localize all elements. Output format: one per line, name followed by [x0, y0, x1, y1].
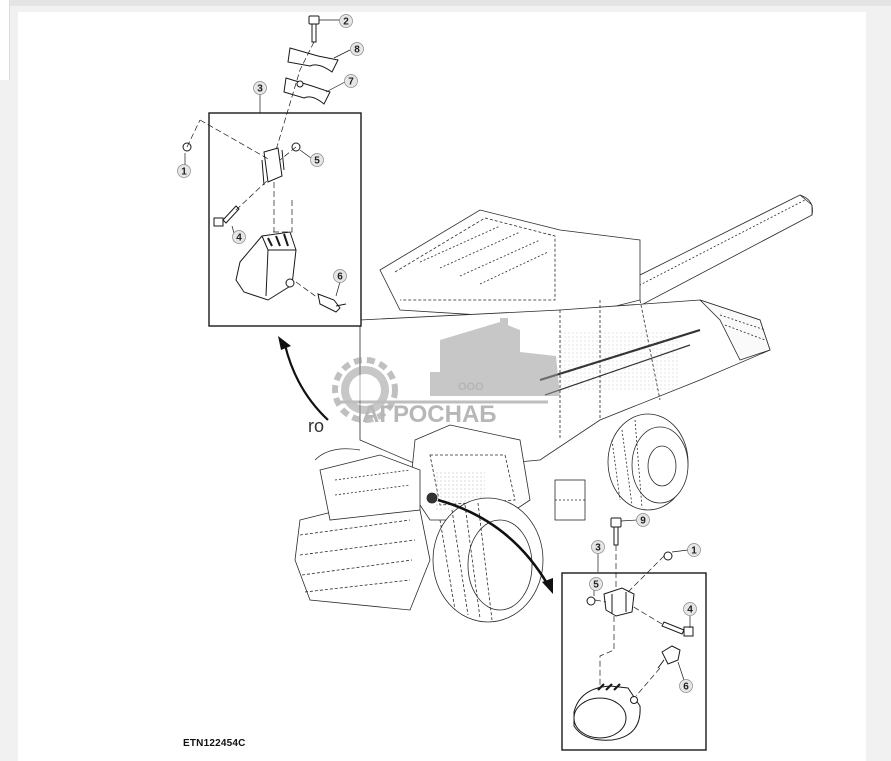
callout-top-4: 4	[232, 230, 246, 244]
callout-top-6: 6	[333, 269, 347, 283]
arrow-to-top-box	[283, 344, 329, 421]
bolt-4-part	[213, 205, 240, 227]
nut-5b-part	[586, 596, 596, 606]
connector-6-part	[317, 293, 341, 313]
figure-id-label: ETN122454C	[183, 738, 246, 749]
svg-text:4: 4	[236, 233, 242, 244]
callouts-bottom: 9 3 1 5 4 6	[589, 513, 701, 693]
callout-top-3: 3	[253, 81, 267, 95]
svg-text:ООО: ООО	[458, 381, 484, 393]
svg-text:6: 6	[683, 682, 689, 693]
bracket-b-part	[603, 587, 635, 617]
arrowhead-top	[278, 336, 291, 350]
svg-text:4: 4	[687, 605, 693, 616]
svg-text:2: 2	[343, 17, 349, 28]
callout-top-8: 8	[350, 42, 364, 56]
callout-bottom-9: 9	[636, 513, 650, 527]
svg-text:7: 7	[348, 77, 354, 88]
svg-text:5: 5	[593, 580, 599, 591]
svg-text:3: 3	[595, 543, 601, 554]
clamp-8-part	[287, 47, 339, 73]
bolt-4b-part	[661, 621, 694, 637]
svg-text:1: 1	[181, 167, 187, 178]
callout-bottom-3: 3	[591, 540, 605, 554]
svg-text:9: 9	[640, 516, 646, 527]
bracket-part	[263, 147, 283, 183]
arrow-to-bottom-box	[437, 498, 550, 586]
svg-text:8: 8	[354, 45, 360, 56]
callout-top-1: 1	[177, 164, 191, 178]
top-strip	[0, 0, 891, 6]
bottom-assembly	[573, 517, 694, 741]
nut-1b-part	[663, 551, 673, 561]
partial-text-fragment: ro	[308, 416, 324, 436]
callout-bottom-4: 4	[683, 602, 697, 616]
callout-bottom-5: 5	[589, 577, 603, 591]
bottom-callout-lines	[593, 519, 691, 681]
svg-text:3: 3	[257, 84, 263, 95]
svg-text:1: 1	[691, 546, 697, 557]
callout-bottom-1: 1	[687, 543, 701, 557]
watermark-logo: ООО АГРОСНАБ	[332, 318, 560, 428]
callout-bottom-6: 6	[679, 679, 693, 693]
top-leader-lines	[186, 41, 319, 299]
callout-top-7: 7	[344, 74, 358, 88]
svg-text:5: 5	[314, 156, 320, 167]
detail-box-top	[208, 112, 362, 327]
left-panel-edge	[0, 0, 10, 80]
svg-text:АГРОСНАБ: АГРОСНАБ	[362, 401, 497, 428]
arrows	[278, 336, 553, 594]
bolt-9-part	[610, 517, 622, 546]
callouts-top: 2 8 7 3 1 5 4 6	[177, 14, 364, 283]
top-callout-lines	[184, 19, 351, 297]
callout-top-2: 2	[339, 14, 353, 28]
harvester-icon	[430, 318, 560, 396]
combine-harvester	[294, 194, 813, 623]
svg-text:6: 6	[337, 272, 343, 283]
connector-6b-part	[661, 645, 681, 665]
clamp-7-part	[283, 77, 331, 105]
bolt-2-part	[308, 15, 320, 43]
arrowhead-bottom	[542, 578, 553, 594]
callout-top-5: 5	[310, 153, 324, 167]
bottom-leader-lines	[594, 545, 665, 697]
